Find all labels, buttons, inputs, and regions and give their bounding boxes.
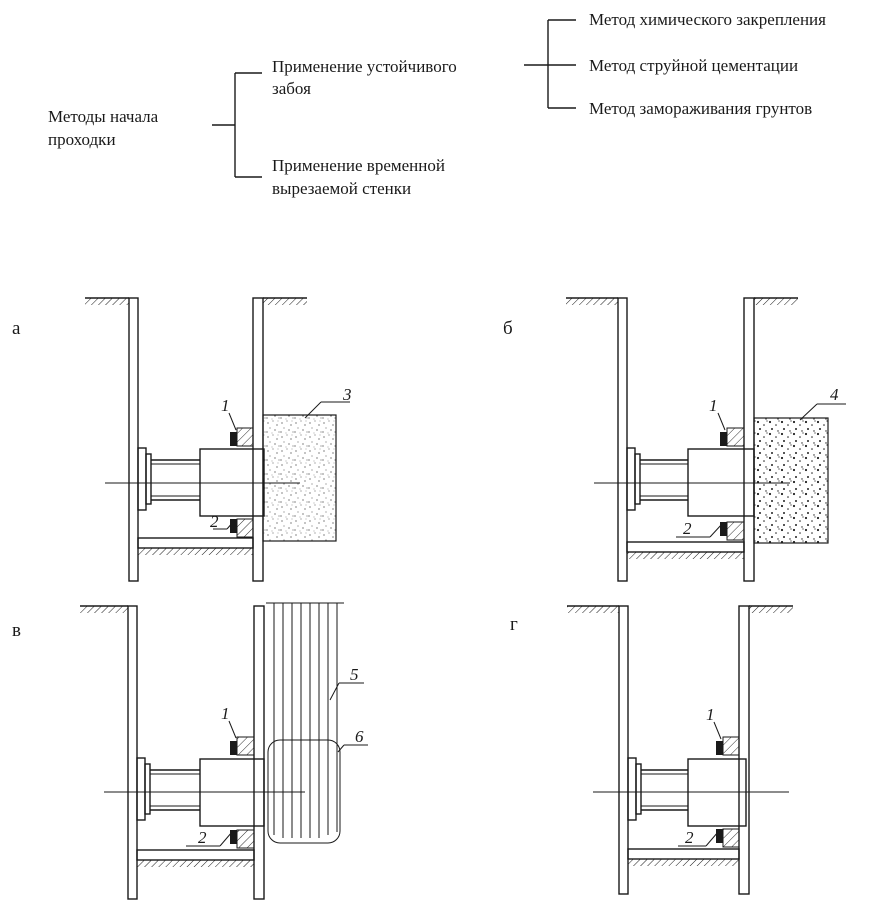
panel-v-label-1: 1 (221, 704, 230, 723)
panel-v-drawing (80, 602, 368, 900)
branch-stable-face-line1: Применение устойчивого (272, 57, 457, 76)
method-freezing: Метод замораживания грунтов (589, 99, 813, 118)
panel-g-label-1: 1 (706, 705, 715, 724)
branch-stable-face-line2: забоя (272, 79, 311, 98)
panel-v-label-5: 5 (350, 665, 359, 684)
panel-a-drawing (85, 297, 350, 582)
branch-temp-wall-line1: Применение временной (272, 156, 445, 175)
panel-v-label-6: 6 (355, 727, 364, 746)
panel-a-label-3: 3 (342, 385, 352, 404)
tree-connectors (212, 19, 576, 178)
panel-g-label-2: 2 (685, 828, 694, 847)
panel-v-label-2: 2 (198, 828, 207, 847)
root-label-line1: Методы начала (48, 107, 159, 126)
panel-letter-b: б (503, 318, 513, 339)
panel-a-label-2: 2 (210, 512, 219, 531)
panel-b-label-1: 1 (709, 396, 718, 415)
branch-temp-wall-line2: вырезаемой стенки (272, 179, 412, 198)
panel-letter-a: а (12, 318, 21, 339)
panel-b-drawing (566, 297, 846, 582)
panel-letter-v: в (12, 620, 21, 641)
root-label-line2: проходки (48, 130, 116, 149)
panel-g-drawing (567, 605, 793, 895)
method-chemical: Метод химического закрепления (589, 10, 826, 29)
panel-a-label-1: 1 (221, 396, 230, 415)
panel-letter-g: г (510, 614, 518, 635)
method-jet-grouting: Метод струйной цементации (589, 56, 799, 75)
panel-b-label-2: 2 (683, 519, 692, 538)
panel-b-label-4: 4 (830, 385, 839, 404)
